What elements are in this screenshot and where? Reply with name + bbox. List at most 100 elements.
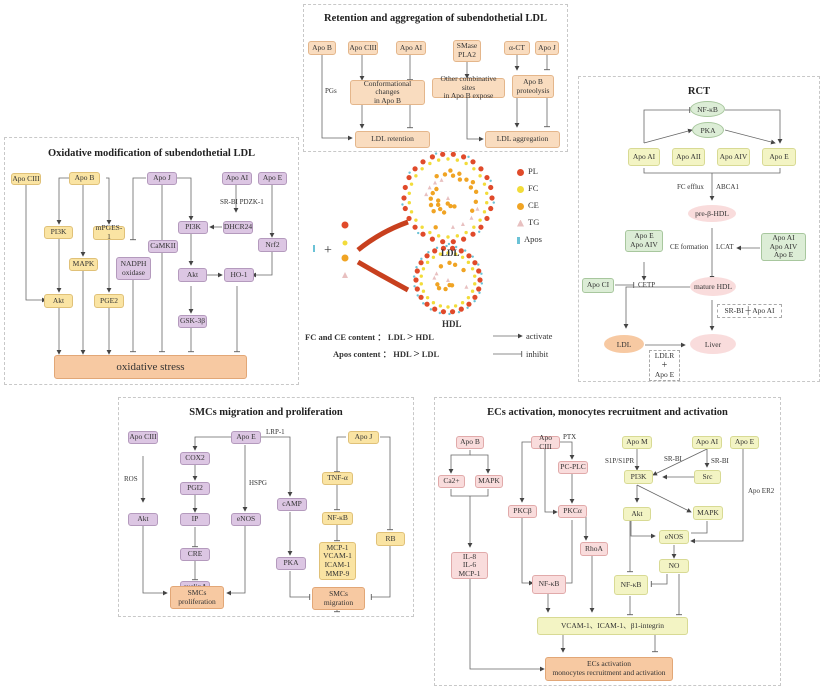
panel-title: ECs activation, monocytes recruitment an… — [487, 407, 728, 418]
node-apo-aiv: Apo AIV — [717, 148, 750, 166]
ldl-particle-pl — [450, 151, 456, 157]
ldl-particle-fc — [420, 225, 424, 229]
node-apo-e: Apo E — [730, 436, 759, 449]
tg-swatch — [517, 219, 524, 227]
node-apo-ai: Apo AI — [692, 436, 722, 449]
ldl-particle-ce — [445, 201, 450, 206]
node-rb: RB — [376, 532, 405, 546]
label-hspg: HSPG — [249, 479, 267, 487]
ldl-arrow — [356, 219, 409, 252]
panel-title: Oxidative modification of subendothetial… — [47, 148, 256, 159]
ldl-particle-apo — [417, 231, 420, 235]
hdl-particle-apo — [422, 302, 425, 305]
hdl-particle-ce — [447, 282, 452, 288]
hdl-particle-apo — [473, 299, 476, 303]
ldl-particle-fc — [464, 161, 468, 166]
ldl-particle-pl — [429, 236, 435, 242]
hdl-particle-apo — [413, 285, 416, 288]
node-ca2: Ca2+ — [438, 475, 465, 488]
ldl-particle-pl — [406, 215, 412, 222]
node-smase-pla2: SMase PLA2 — [453, 40, 481, 62]
node-nf-kb-pink: NF-κB — [532, 575, 566, 594]
ldl-particle-ce — [436, 198, 441, 203]
ldl-particle-fc — [472, 225, 476, 229]
ldl-particle-pl — [461, 154, 467, 160]
node-src: Src — [694, 470, 721, 484]
label-srbi-pdzk1: SR-BI PDZK-1 — [220, 198, 264, 206]
ldl-particle-ce — [428, 202, 434, 208]
ldl-particle-tg — [446, 196, 450, 200]
hdl-particle-pl — [449, 309, 456, 315]
legend-label: PL — [528, 166, 538, 176]
node-mature-hdl: mature HDL — [690, 277, 736, 296]
label-sr-bi-2: SR-BI — [711, 457, 729, 465]
ldl-particle-ce — [437, 206, 443, 212]
hdl-particle-pl — [424, 301, 430, 307]
hdl-particle-apo — [471, 255, 474, 258]
node-apo-e: Apo E — [231, 431, 261, 444]
legend-item-pl: PL — [517, 166, 538, 176]
ldl-particle-tg — [450, 224, 455, 229]
node-apo-ai: Apo AI — [396, 41, 426, 55]
ldl-particle-ce — [457, 177, 463, 182]
node-enos: eNOS — [231, 513, 261, 526]
node-pkc-beta: PKCβ — [508, 505, 537, 518]
legend-inhibit: inhibit — [526, 349, 549, 359]
hdl-particle-apo — [477, 263, 480, 266]
node-apo-b-proteolysis: Apo B proteolysis — [512, 75, 554, 98]
ldl-particle-pl — [420, 159, 426, 165]
ce-swatch — [517, 202, 524, 210]
ldl-particle-apo — [447, 242, 451, 246]
ldl-particle-pl — [412, 166, 418, 172]
ldl-particle-ce — [434, 186, 439, 192]
hdl-particle-apo — [420, 257, 423, 261]
node-vcam-icam-integrin: VCAM-1、ICAM-1、β1-integrin — [537, 617, 688, 635]
node-pkc-alpha: PKCα — [558, 505, 587, 518]
legend-label: TG — [528, 217, 540, 227]
ldl-particle-ce — [464, 177, 469, 182]
hdl-particle-fc — [473, 274, 477, 278]
ldl-particle-pl — [484, 174, 490, 181]
label-ros: ROS — [124, 475, 138, 483]
ldl-particle-ce — [450, 173, 456, 178]
ldl-particle-apo — [467, 155, 470, 159]
hdl-particle-pl — [414, 286, 420, 292]
ldl-particle-ce — [431, 208, 436, 214]
hdl-particle-fc — [446, 305, 450, 309]
panel-rct: RCT — [578, 76, 820, 382]
hdl-particle-apo — [448, 312, 451, 316]
node-il8-il6-mcp1: IL-8 IL-6 MCP-1 — [451, 552, 488, 579]
hdl-particle-pl — [466, 301, 472, 307]
hdl-particle-apo — [412, 275, 416, 278]
node-apo-b: Apo B — [456, 436, 484, 449]
ldl-particle-fc — [455, 234, 460, 238]
node-pc-plc: PC-PLC — [558, 461, 588, 474]
ldl-particle-fc — [407, 201, 411, 205]
ldl-particle-pl — [402, 184, 408, 191]
node-liver: Liver — [690, 334, 736, 354]
hdl-particle-fc — [466, 295, 471, 300]
node-nrf2: Nrf2 — [258, 238, 287, 252]
ldl-particle-fc — [436, 234, 441, 238]
hdl-particle-fc — [453, 304, 458, 308]
ldl-particle-apo — [434, 152, 438, 155]
node-other-combinative-sites: Other combinative sites in Apo B expose — [432, 74, 505, 100]
hdl-particle-pl — [432, 248, 438, 254]
label-pgs: PGs — [325, 87, 337, 95]
hdl-particle-pl — [418, 260, 424, 266]
ldl-particle-tg — [460, 222, 465, 227]
ldl-particle-ce — [470, 179, 476, 185]
ldl-particle-fc — [428, 230, 432, 235]
node-apo-e: Apo E — [762, 148, 796, 166]
node-srbi-apo-ai: SR-BI ┼ Apo AI — [717, 304, 782, 318]
ldl-particle-fc — [478, 218, 482, 222]
hdl-particle-pl — [458, 306, 464, 312]
node-pka: PKA — [692, 122, 724, 138]
hdl-particle-pl — [472, 294, 478, 300]
node-ldl-retention: LDL retention — [355, 131, 430, 148]
hdl-particle-ce — [435, 282, 440, 287]
ldl-particle-tg — [469, 215, 474, 220]
hdl-particle-apo — [429, 308, 433, 311]
rhs: LDL — [421, 349, 440, 359]
ldl-particle-pl — [402, 205, 408, 212]
